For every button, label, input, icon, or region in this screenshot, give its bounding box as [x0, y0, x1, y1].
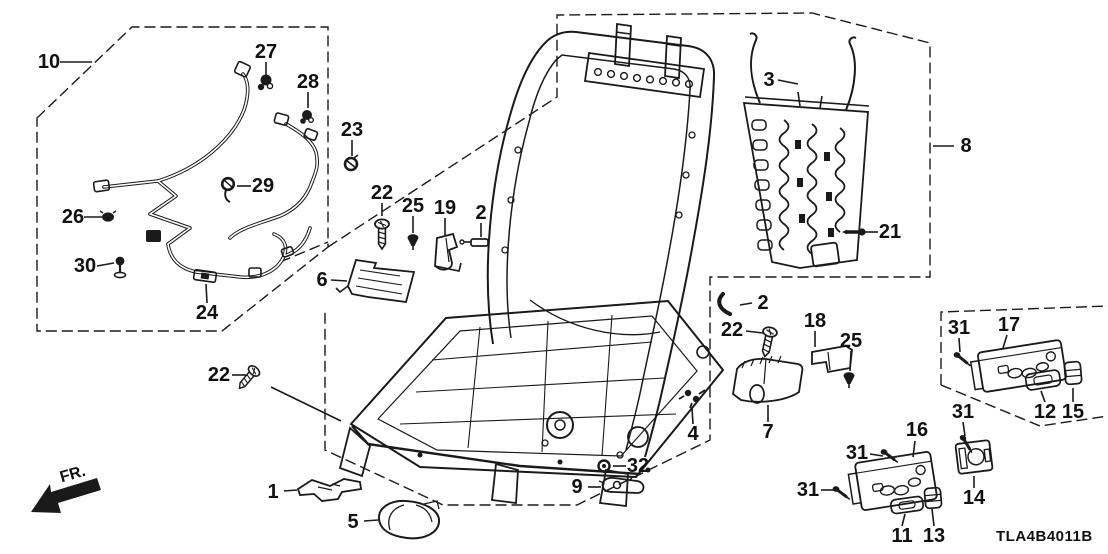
part-seat-back-frame: [486, 22, 716, 459]
part-19-bracket: [434, 232, 462, 272]
callout-17[interactable]: 17: [997, 314, 1021, 336]
callout-13[interactable]: 13: [922, 525, 946, 547]
part-wire-harness: [92, 60, 320, 284]
clip-26-icon: [99, 210, 117, 222]
callout-28[interactable]: 28: [296, 71, 320, 93]
part-11-knob: [889, 495, 925, 515]
callout-19[interactable]: 19: [433, 197, 457, 219]
callout-14[interactable]: 14: [962, 487, 986, 509]
screw-31-icon: [950, 350, 974, 368]
screw-31-icon: [877, 447, 901, 464]
callout-24[interactable]: 24: [195, 302, 219, 324]
callout-31[interactable]: 31: [947, 317, 971, 339]
callout-2[interactable]: 2: [475, 202, 487, 224]
part-6-bracket: [335, 258, 416, 303]
part-5-cover: [377, 499, 440, 540]
callout-31[interactable]: 31: [796, 479, 820, 501]
callout-31[interactable]: 31: [951, 401, 975, 423]
callout-10[interactable]: 10: [37, 51, 61, 73]
callout-18[interactable]: 18: [803, 310, 827, 332]
part-2-hook-icon: [717, 292, 732, 316]
callout-22[interactable]: 22: [370, 182, 394, 204]
callout-16[interactable]: 16: [905, 419, 929, 441]
callout-25[interactable]: 25: [839, 330, 863, 352]
callout-26[interactable]: 26: [61, 206, 85, 228]
part-seat-cushion-frame: [338, 299, 725, 508]
clip-28-icon: [300, 110, 314, 124]
fr-direction-arrow-icon: [31, 478, 101, 513]
callout-11[interactable]: 11: [891, 525, 913, 547]
part-12-knob: [1024, 369, 1062, 391]
clip-27-icon: [257, 74, 274, 91]
callout-25[interactable]: 25: [401, 195, 425, 217]
part-2-bracket-icon: [459, 238, 489, 247]
screw-31-icon: [829, 484, 853, 501]
callout-29[interactable]: 29: [251, 175, 275, 197]
screw-22-icon: [757, 325, 779, 359]
callout-1[interactable]: 1: [267, 481, 279, 503]
clip-23-icon: [343, 154, 359, 172]
callout-23[interactable]: 23: [340, 119, 364, 141]
callout-7[interactable]: 7: [762, 421, 774, 443]
callout-30[interactable]: 30: [73, 255, 97, 277]
callout-3[interactable]: 3: [763, 69, 775, 91]
part-18-bracket: [811, 345, 853, 374]
nut-32-icon: [597, 459, 611, 473]
clip-4-icon: [678, 389, 706, 409]
part-1-bracket: [296, 478, 363, 502]
callout-15[interactable]: 15: [1061, 401, 1085, 423]
screw-22-icon: [374, 218, 390, 250]
callout-6[interactable]: 6: [316, 269, 328, 291]
callout-31[interactable]: 31: [845, 442, 869, 464]
callout-4[interactable]: 4: [687, 423, 699, 445]
callout-12[interactable]: 12: [1033, 401, 1057, 423]
callout-8[interactable]: 8: [960, 135, 972, 157]
callout-2[interactable]: 2: [757, 292, 769, 314]
clip-29-icon: [220, 176, 236, 203]
part-13-knob: [923, 486, 943, 510]
callout-21[interactable]: 21: [878, 221, 902, 243]
part-7-cover: [732, 355, 804, 404]
part-9-latch: [598, 476, 645, 494]
callout-5[interactable]: 5: [347, 511, 359, 533]
part-14-switch: [954, 439, 994, 475]
callout-32[interactable]: 32: [626, 455, 650, 477]
callout-9[interactable]: 9: [571, 476, 583, 498]
diagram-code: TLA4B4011B: [996, 528, 1093, 545]
callout-22[interactable]: 22: [207, 364, 231, 386]
callout-22[interactable]: 22: [720, 319, 744, 341]
clip-30-icon: [113, 256, 127, 279]
dashed-boundary-boxes: [36, 12, 1108, 506]
clip-25-icon: [406, 233, 420, 251]
part-17-switch-panel: [969, 339, 1067, 393]
clip-25-icon: [842, 371, 856, 389]
callout-27[interactable]: 27: [254, 41, 278, 63]
screw-21-icon: [842, 228, 866, 236]
part-15-knob: [1063, 360, 1083, 386]
screw-22-icon: [233, 362, 263, 394]
part-back-spring-panel: [742, 32, 870, 269]
